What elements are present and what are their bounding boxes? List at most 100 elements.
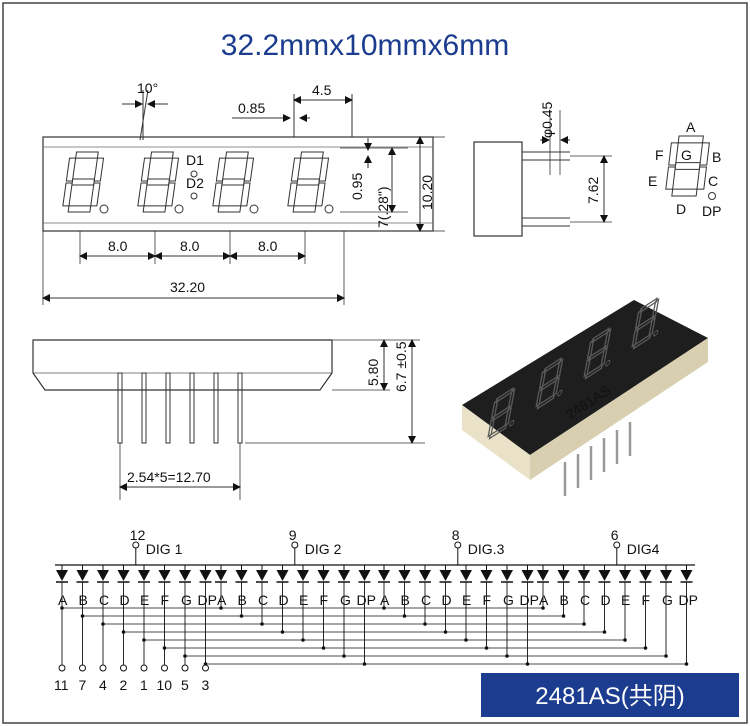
led-diode (460, 570, 472, 581)
decimal-point (174, 204, 184, 214)
segment-e (287, 182, 298, 207)
segment-label: D (120, 592, 130, 608)
pin-terminal (181, 664, 189, 672)
legend-a: A (686, 119, 696, 135)
led-diode (97, 570, 109, 581)
page-title: 32.2mmx10mmx6mm (221, 29, 509, 62)
bottom-view: 5.80 6.7 ±0.5 2.54*5=12.70 (32, 339, 425, 500)
segment-label: G (340, 592, 351, 608)
segment-label: B (401, 592, 410, 608)
legend-c: C (708, 173, 718, 189)
seg-width-0-85: 0.85 (238, 100, 265, 116)
front-view: D1 D2 10° 4.5 0.85 0.95 7(.28") 10.20 (42, 80, 445, 305)
led-diode (338, 570, 350, 581)
segment-label: A (380, 592, 390, 608)
bottom-pin (117, 372, 123, 444)
segment-c (90, 182, 101, 207)
led-diode (501, 570, 513, 581)
segment-a (677, 135, 704, 144)
segment-label: G (662, 592, 673, 608)
render-digit-4 (631, 296, 660, 350)
led-diode (76, 570, 89, 581)
legend-d: D (676, 201, 686, 217)
segment-c (240, 182, 251, 207)
led-diode (557, 570, 570, 581)
segment-label: A (217, 592, 227, 608)
body-height: 5.80 (365, 359, 381, 386)
segment-label: DP (198, 592, 217, 608)
front-digit-3 (212, 151, 259, 214)
segment-a (225, 151, 249, 159)
segment-g (71, 178, 96, 186)
pin-number: 5 (181, 677, 189, 693)
segment-label: A (58, 592, 68, 608)
segment-label: B (238, 592, 247, 608)
segment-e (665, 166, 676, 190)
led-module-render: 2481AS (462, 296, 708, 496)
part-number-badge: 2481AS(共阴) (481, 673, 739, 717)
segment-label: E (621, 592, 630, 608)
led-diode (297, 570, 309, 581)
led-diode (378, 570, 390, 581)
render-digit-2 (535, 356, 564, 410)
segment-b (318, 157, 330, 182)
legend-f: F (655, 147, 664, 163)
led-diode (358, 570, 371, 581)
front-digit-2 (137, 151, 184, 214)
segment-e (137, 182, 148, 207)
segment-label: F (161, 592, 170, 608)
led-diode (639, 570, 652, 581)
led-diode (660, 570, 672, 581)
led-diode (215, 570, 227, 581)
segment-d (142, 205, 167, 213)
segment-f (140, 157, 152, 182)
segment-c (696, 166, 708, 190)
led-diode (56, 570, 68, 581)
segment-a (75, 151, 99, 159)
legend-dp-dot (708, 192, 716, 200)
led-diode (256, 570, 268, 581)
led-diode (537, 570, 549, 581)
pin-length: 6.7 ±0.5 (393, 341, 409, 392)
row-spacing: 7.62 (585, 177, 601, 204)
bottom-pin (165, 372, 171, 444)
led-diode (521, 570, 534, 581)
segment-a (150, 151, 174, 159)
pin-number: 10 (157, 677, 173, 693)
led-diode (578, 570, 590, 581)
render-digit-1 (487, 386, 516, 440)
segment-label: C (421, 592, 431, 608)
pin-terminal (161, 664, 168, 672)
d2-label: D2 (186, 175, 204, 191)
digit-common-pin: 6 (611, 527, 619, 543)
pin-terminal (120, 664, 127, 672)
pin-terminal (140, 664, 148, 672)
legend-dp: DP (702, 203, 721, 219)
pin-terminal (79, 664, 86, 672)
legend-e: E (648, 173, 657, 189)
legend-digit-shape (665, 135, 716, 200)
angle-dimension: 10° (137, 80, 158, 96)
segment-b (243, 157, 255, 182)
led-diode (235, 570, 248, 581)
segment-label: D (601, 592, 611, 608)
bottom-pin (141, 372, 147, 444)
pin-number: 1 (140, 677, 148, 693)
total-width: 32.20 (170, 279, 205, 295)
segment-label: DP (357, 592, 376, 608)
segment-e (62, 182, 73, 207)
segment-f (65, 157, 77, 182)
pin-number: 2 (120, 677, 128, 693)
digit-label: DIG 2 (305, 541, 342, 557)
segment-g (674, 162, 701, 170)
segment-label: C (258, 592, 268, 608)
led-diode (117, 570, 130, 581)
pin-number: 7 (79, 677, 87, 693)
bottom-pin (189, 372, 195, 444)
height-10-20: 10.20 (419, 175, 435, 210)
led-diode (158, 570, 171, 581)
pitch-2: 8.0 (180, 238, 200, 254)
pin-number: 4 (99, 677, 107, 693)
decimal-point (99, 204, 109, 214)
